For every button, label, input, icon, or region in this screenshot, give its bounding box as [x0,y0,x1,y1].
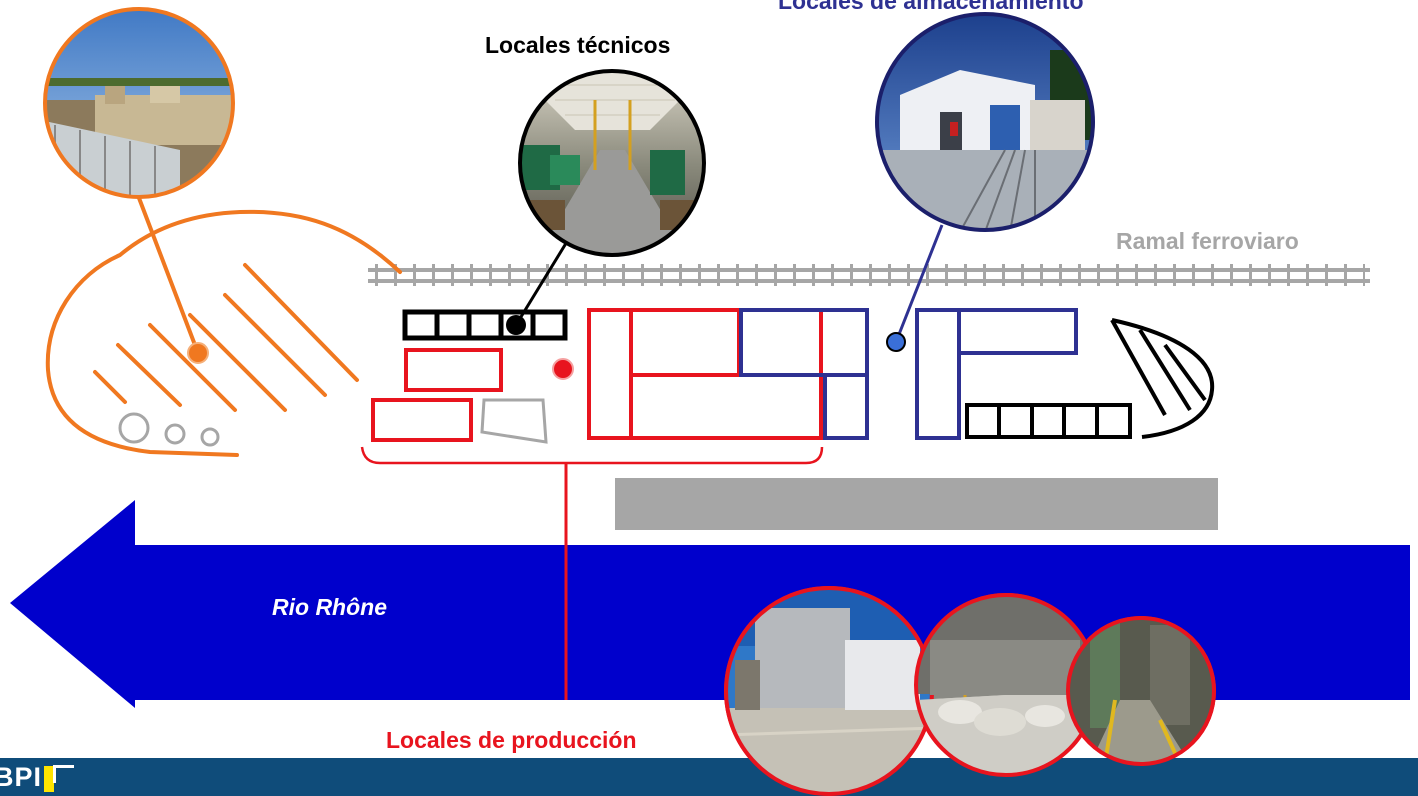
logo-text: BPI [0,761,43,792]
storage-yard-outline [45,196,402,457]
gray-annex [480,398,548,444]
storage-blocks [739,308,1078,440]
quay-bar [615,478,1218,530]
bpi-logo: BPI [0,760,76,794]
storage-connector [894,224,944,343]
silos [118,412,220,447]
production-photo-3 [1066,616,1216,766]
technical-marker [506,315,526,335]
yard-photo [43,7,235,199]
railway-track [368,264,1370,286]
storage-title: Locales de almacenamiento [778,0,1084,14]
black-storage-blocks [965,318,1215,439]
river-label: Rio Rhône [272,594,387,620]
technical-blocks [402,309,568,341]
yard-marker [187,342,209,364]
technical-photo [518,69,706,257]
storage-photo [875,12,1095,232]
storage-marker [886,332,906,352]
production-title: Locales de producción [386,727,637,753]
technical-connector [514,239,570,326]
production-brace [360,446,824,465]
logo-flag-icon [42,762,76,792]
railway-label: Ramal ferroviaro [1116,228,1299,254]
technical-title: Locales técnicos [485,32,671,58]
production-marker [552,358,574,380]
footer-band: BPI [0,758,1418,796]
